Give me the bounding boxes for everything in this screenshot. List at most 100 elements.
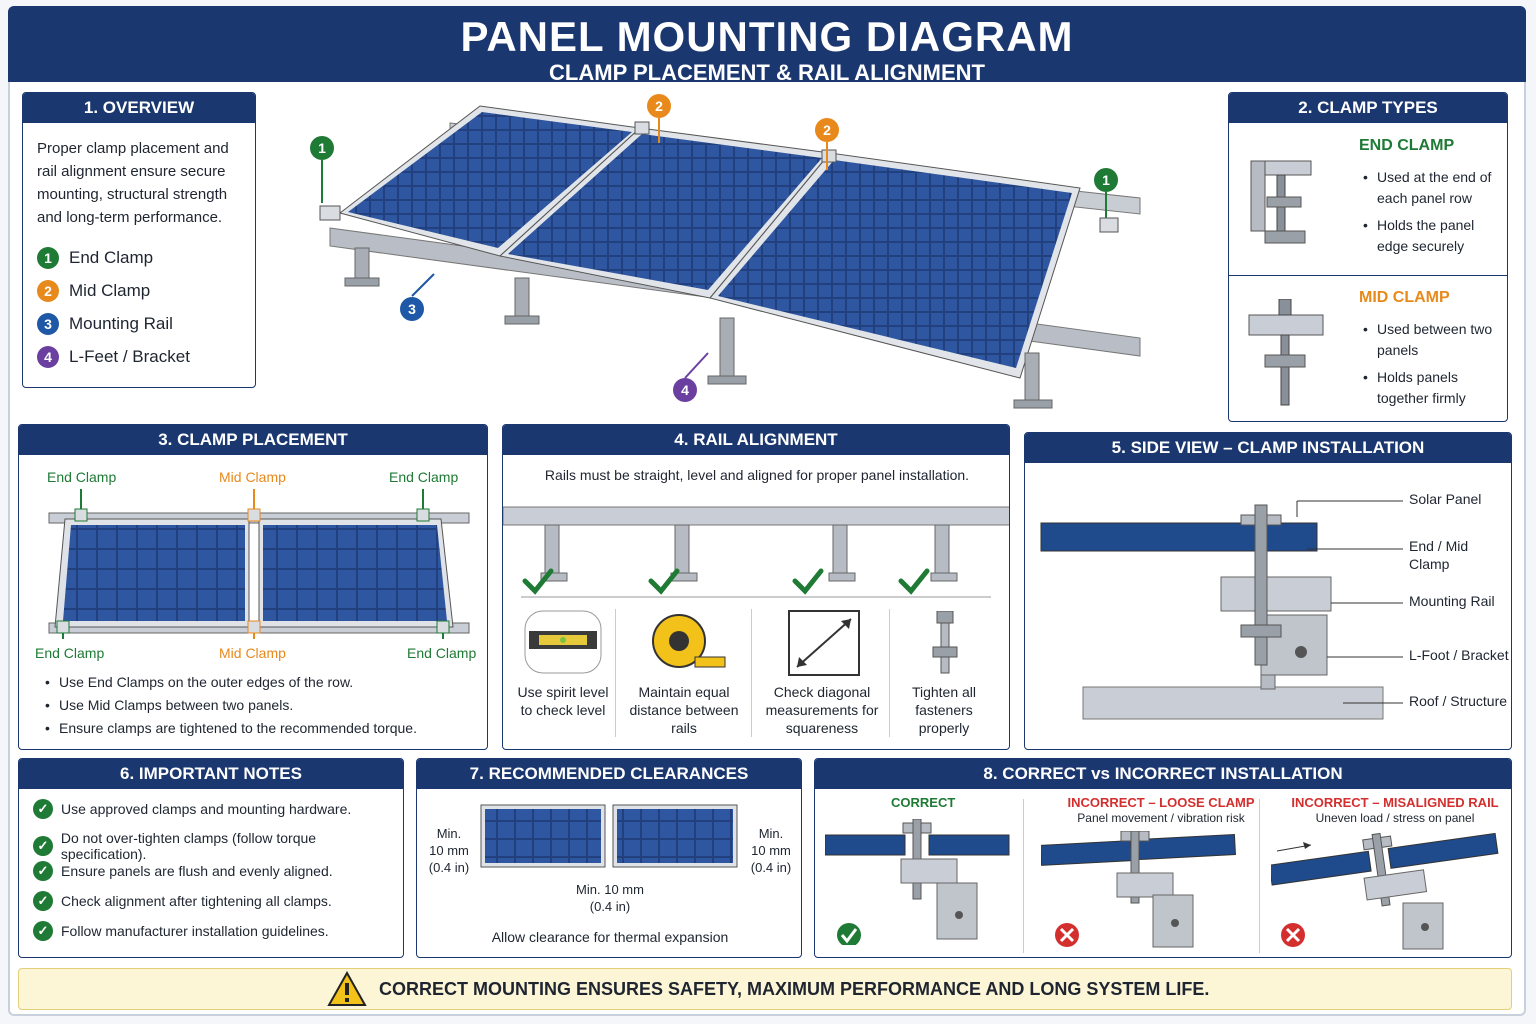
- rail-alignment-panel: 4. RAIL ALIGNMENT Rails must be straight…: [502, 424, 1010, 750]
- label-end-clamp-bl: End Clamp: [35, 645, 105, 661]
- roof-structure: [1082, 686, 1384, 720]
- label-end-clamp-tl: End Clamp: [47, 469, 117, 485]
- badge-2: 2: [37, 280, 59, 302]
- label-solar-panel: Solar Panel: [1409, 491, 1482, 507]
- legend-label: L-Feet / Bracket: [69, 347, 190, 366]
- end-clamp-icon: [1250, 160, 1312, 244]
- callout-3-text: 3: [408, 301, 416, 317]
- callout-2-right: [815, 118, 839, 142]
- misaligned-rail-diagram: [1271, 832, 1499, 950]
- check-icon: [837, 923, 861, 945]
- badge-4: 4: [37, 346, 59, 368]
- note-item: ✓ Follow manufacturer installation guidel…: [33, 921, 329, 941]
- check-icon: [522, 568, 554, 595]
- check-icon: [898, 568, 930, 595]
- mid-clamp-name: MID CLAMP: [1359, 289, 1450, 306]
- note-item: ✓ Ensure panels are flush and evenly alig…: [33, 861, 333, 881]
- notes-title: 6. IMPORTANT NOTES: [19, 759, 403, 789]
- callout-1-right: [1094, 168, 1118, 192]
- side-view-title: 5. SIDE VIEW – CLAMP INSTALLATION: [1025, 433, 1511, 463]
- tip-equal-distance: Maintain equal distance between rails: [629, 684, 739, 736]
- note-item: ✓ Do not over-tighten clamps (follow torq…: [33, 830, 403, 862]
- check-icon: ✓: [33, 861, 53, 881]
- bullet: Use Mid Clamps between two panels.: [45, 694, 475, 717]
- mid-clamp-bullets: Used between two panels Holds panels tog…: [1363, 319, 1501, 409]
- note-item: ✓Check alignment after tightening all cl…: [33, 891, 332, 911]
- callout-4: [673, 378, 697, 402]
- end-clamp: [56, 620, 70, 634]
- panel-1-cells: [348, 112, 632, 248]
- overview-title: 1. OVERVIEW: [23, 93, 255, 123]
- compare-title: 8. CORRECT vs INCORRECT INSTALLATION: [815, 759, 1511, 789]
- clamp-types-title: 2. CLAMP TYPES: [1229, 93, 1507, 123]
- label-loose: INCORRECT – LOOSE CLAMP: [1067, 795, 1255, 810]
- note-item: ✓ Use approved clamps and mounting hardwa…: [33, 799, 351, 819]
- legend-label: End Clamp: [69, 248, 154, 267]
- note-text: Do not over-tighten clamps (follow torqu…: [60, 830, 317, 862]
- legend-label: Mid Clamp: [69, 281, 151, 300]
- note-text: Use approved clamps and mounting hardwar…: [61, 801, 352, 817]
- callout-1-text: 1: [1102, 172, 1110, 188]
- mid-clamp: [247, 508, 261, 522]
- label-clamp: End / Mid Clamp: [1409, 538, 1469, 572]
- end-clamp: [74, 508, 88, 522]
- bullet: Used between two panels: [1363, 319, 1501, 361]
- clamp-placement-title: 3. CLAMP PLACEMENT: [19, 425, 487, 455]
- legend-label: Mounting Rail: [69, 314, 173, 333]
- note-text: Follow manufacturer installation guideli…: [61, 923, 329, 939]
- clamp-types-panel: 2. CLAMP TYPES END CLAMP Used at the end…: [1228, 92, 1508, 422]
- label-misaligned: INCORRECT – MISALIGNED RAIL: [1291, 795, 1499, 810]
- clearance-right: Min. 10 mm (0.4 in): [750, 826, 792, 875]
- label-end-clamp-tr: End Clamp: [389, 469, 459, 485]
- bullet: Used at the end of each panel row: [1363, 167, 1501, 209]
- end-clamp: [416, 508, 430, 522]
- label-l-foot: L-Foot / Bracket: [1409, 647, 1509, 663]
- badge-1: 1: [37, 247, 59, 269]
- placement-diagram: [48, 489, 470, 639]
- clearances-title: 7. RECOMMENDED CLEARANCES: [417, 759, 801, 789]
- rail-alignment-title: 4. RAIL ALIGNMENT: [503, 425, 1009, 455]
- correct-diagram: [825, 819, 1010, 945]
- footer-banner: CORRECT MOUNTING ENSURES SAFETY, MAXIMUM…: [18, 968, 1512, 1010]
- clearances-panel: 7. RECOMMENDED CLEARANCES Min. 10 mm (0.…: [416, 758, 802, 958]
- mid-clamp-icon: [1248, 299, 1324, 406]
- end-clamp-bullets: Used at the end of each panel row Holds …: [1363, 167, 1501, 257]
- label-misaligned-sub: Uneven load / stress on panel: [1315, 811, 1475, 825]
- note-text: Ensure panels are flush and evenly align…: [61, 863, 333, 879]
- end-clamp: [1099, 217, 1119, 233]
- legend-end-clamp: 1 End Clamp: [37, 247, 153, 269]
- callout-1-left: [310, 136, 334, 160]
- page-subtitle: CLAMP PLACEMENT & RAIL ALIGNMENT: [549, 60, 985, 85]
- callout-4-text: 4: [681, 382, 689, 398]
- label-loose-sub: Panel movement / vibration risk: [1077, 811, 1245, 825]
- rail-tips: Use spirit level to check level Maintain…: [503, 609, 1009, 739]
- tape-measure-icon: [652, 614, 726, 668]
- callout-2-text: 2: [823, 122, 831, 138]
- warning-icon: [327, 971, 367, 1006]
- tip-spirit-level: Use spirit level to check level: [517, 684, 609, 718]
- clearance-left: Min. 10 mm (0.4 in): [428, 826, 470, 875]
- check-icon: ✓: [33, 799, 53, 819]
- check-icon: [648, 568, 680, 595]
- label-end-clamp-br: End Clamp: [407, 645, 477, 661]
- bolt: [1254, 504, 1268, 666]
- mid-clamp: [247, 620, 261, 634]
- compare-panel: 8. CORRECT vs INCORRECT INSTALLATION COR…: [814, 758, 1512, 958]
- tip-diagonal: Check diagonal measurements for squarene…: [765, 684, 879, 736]
- callout-1-text: 1: [318, 140, 326, 156]
- label-roof: Roof / Structure: [1409, 693, 1508, 709]
- panel-3-cells: [718, 160, 1072, 368]
- l-foot-base: [707, 375, 747, 385]
- overview-text: Proper clamp placement and rail alignmen…: [37, 140, 229, 226]
- end-clamp: [436, 620, 450, 634]
- check-icon: ✓: [33, 921, 53, 941]
- side-view-diagram: [1040, 500, 1403, 720]
- tip-tighten: Tighten all fasteners properly: [911, 684, 977, 736]
- diagonal-measure-icon: [788, 610, 860, 676]
- check-icon: ✓: [33, 836, 53, 856]
- clearance-note: Allow clearance for thermal expansion: [491, 929, 729, 945]
- end-clamp-name: END CLAMP: [1359, 137, 1455, 154]
- mounting-rail: [1220, 576, 1332, 612]
- rail-diagram: [503, 506, 1009, 598]
